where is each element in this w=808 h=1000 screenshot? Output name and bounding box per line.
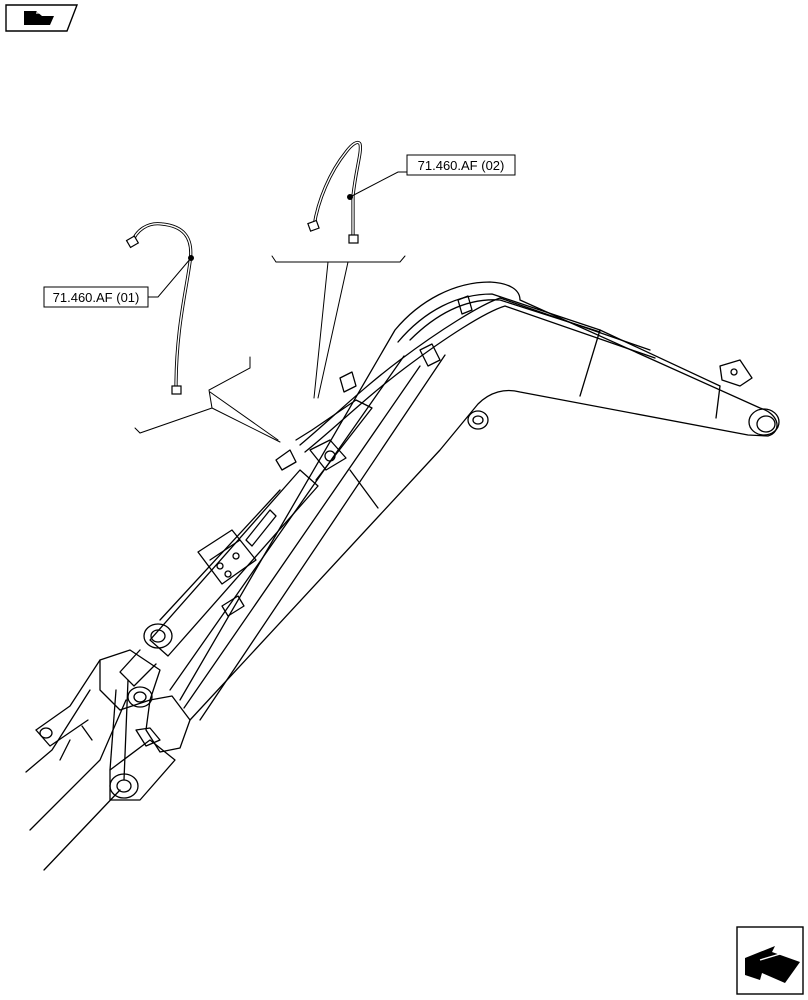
hose-assembly-02	[307, 140, 408, 244]
callout-71-460-af-02[interactable]: 71.460.AF (02)	[406, 154, 516, 176]
installation-leaders	[134, 255, 406, 443]
next-page-arrow-icon[interactable]	[736, 926, 804, 995]
book-pointer-icon[interactable]	[5, 4, 79, 32]
callout-71-460-af-01[interactable]: 71.460.AF (01)	[43, 286, 149, 308]
callout-label-02: 71.460.AF (02)	[418, 158, 505, 173]
hydraulic-cylinder	[119, 399, 373, 687]
callout-label-01: 71.460.AF (01)	[53, 290, 140, 305]
bucket-linkage	[25, 649, 191, 871]
hose-assembly-01	[125, 222, 194, 395]
excavator-arm	[169, 281, 780, 721]
